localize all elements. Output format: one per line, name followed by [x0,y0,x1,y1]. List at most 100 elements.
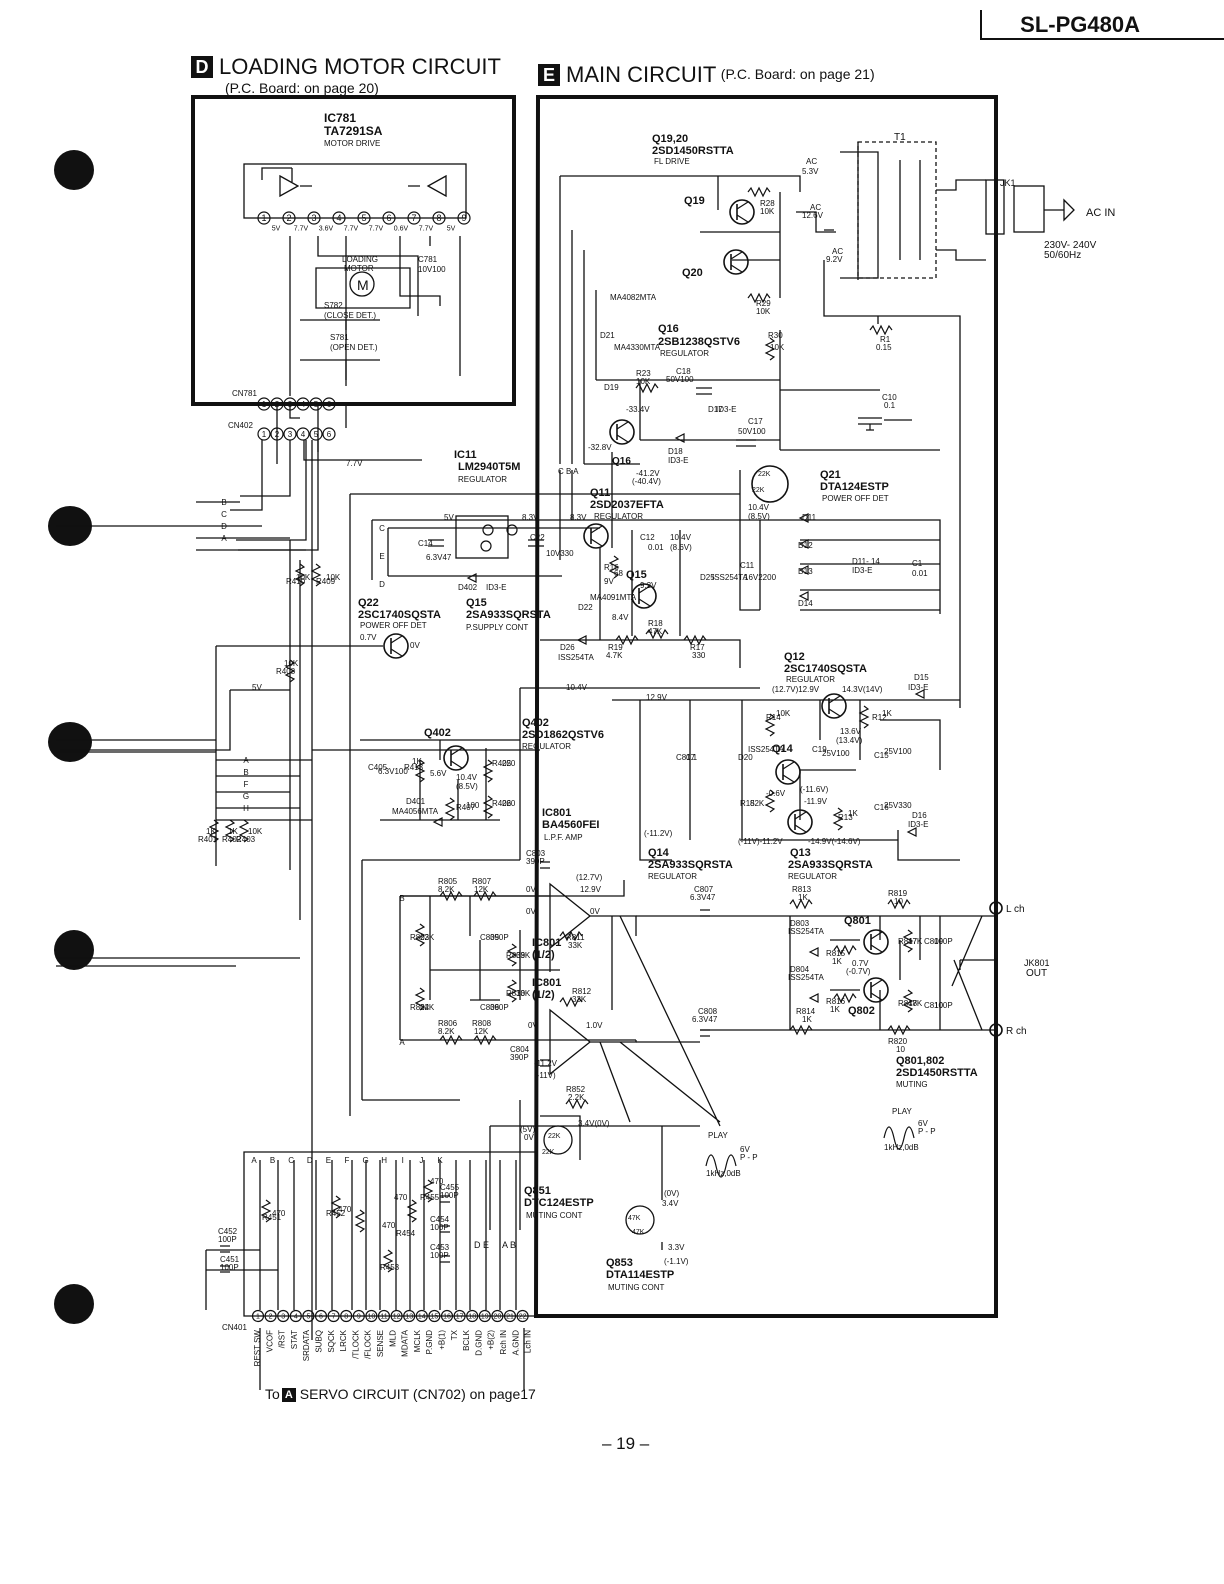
model-header: SL-PG480A [980,10,1224,40]
cn401-pin-circle [277,1309,290,1323]
q21-symbol [751,465,789,503]
cn402-pin: 1 [262,430,267,439]
c11-label: C11 [740,561,755,570]
play-waveform [883,1126,915,1150]
r455-value: 470 [430,1177,444,1186]
cn401-pin: 16 [443,1313,451,1320]
servo-text: SERVO CIRCUIT (CN702) on page17 [299,1386,536,1402]
r819-value: 10 [894,897,903,906]
r815-label: R815 [826,949,846,958]
servo-to: To [265,1386,280,1402]
r402-label: R402 [222,835,242,844]
binder-hole [54,150,94,190]
c15-value: 25V100 [884,747,912,756]
cn402-pin-circle [322,427,336,441]
voltage: (-0.7V) [846,967,871,976]
c781-label: C781 [418,255,438,264]
ic781-pin-voltage: 5V [447,225,456,232]
c12-value: 0.01 [648,543,664,552]
c807-label: C807 [694,885,714,894]
bus-letters: D E [474,1240,489,1250]
q851-symbol [543,1125,573,1155]
servo-badge: A [281,1388,296,1403]
ac-label: AC [832,247,843,256]
cn402-pin-circle [257,427,271,441]
section-e-subtitle: (P.C. Board: on page 21) [720,66,875,83]
r811-label: R811 [566,933,585,942]
q13-part: 2SA933SQRSTA [788,859,873,871]
r413-value: 1K [412,757,422,766]
q13-label: Q13 [790,847,811,859]
q16-label: Q16 [658,323,679,335]
cn401-signal: VCOF [265,1330,274,1352]
r455-label: R455 [420,1193,440,1202]
ic781-pin: 2 [286,213,291,223]
cn401-signal: P.GND [425,1330,434,1355]
voltage: 0V [528,1021,538,1030]
d25-value: ISS254TA [712,573,749,582]
r409-label: R409 [316,577,336,586]
d22-label: D22 [578,603,593,612]
r813-label: R813 [792,885,812,894]
q19-20-label: Q19,20 [652,133,688,145]
cn401-signal: /TLOCK [351,1329,360,1359]
bus-letter: G [362,1156,368,1165]
voltage: 8.3V [522,513,539,522]
section-d-title: LOADING MOTOR CIRCUIT [219,54,501,79]
q853-label: Q853 [606,1257,633,1269]
c405-value: 6.3V100 [378,767,408,776]
q802-label: Q802 [848,1005,875,1017]
voltage: 1.0V [586,1021,603,1030]
c17-value: 50V100 [738,427,766,436]
lch-jack [989,901,1003,915]
cn781-pin: 2 [275,400,280,409]
c454-label: C454 [430,1215,450,1224]
ic781-label: IC781 [324,111,356,125]
d402-label: D402 [458,583,478,592]
q22-label: Q22 [358,597,379,609]
r12-label: R12 [872,713,887,722]
cn401-signal: A.GND [511,1330,520,1356]
cn401-pin: 2 [269,1313,273,1320]
ic11-part: LM2940T5M [458,461,520,473]
r811-value: 33K [568,941,583,950]
cn402-pin: 4 [301,430,306,439]
jk801-out: OUT [1026,968,1047,979]
bus-letter: A [251,1156,257,1165]
c809-label: C809 [924,937,944,946]
c810-value: 100P [934,1001,953,1010]
q12-label: Q12 [784,651,805,663]
q801-label: Q801 [844,915,871,927]
q13-desc: REGULATOR [788,872,837,881]
voltage: 9.2V [640,581,657,590]
r817-value: 47K [908,937,923,946]
cn401-pin-circle [251,1309,265,1323]
r852-label: R852 [566,1085,586,1094]
bus-letter: H [381,1156,387,1165]
c455-value: 100P [440,1191,459,1200]
c18-label: C18 [676,367,691,376]
voltage: 14.3V(14V) [842,685,883,694]
r451-value: 470 [272,1209,286,1218]
cn401-pin-circle [516,1309,529,1323]
d19-label: D19 [604,383,619,392]
r454-value: 470 [394,1193,408,1202]
c451-label: C451 [220,1255,240,1264]
q801-802-part: 2SD1450RSTTA [896,1067,978,1079]
d401-label: D401 [406,797,426,806]
waveform-pp: P - P [918,1127,936,1136]
bus-letter: F [345,1156,350,1165]
c15-label: C15 [874,751,889,760]
voltage: 5.6V [430,769,447,778]
voltage: -14.9V(-14.6V) [808,837,861,846]
play-label: PLAY [892,1107,913,1116]
r815-value: 1K [832,957,842,966]
q15-part: 2SA933SQRSTA [466,609,551,621]
cn401-pin: 22 [519,1313,527,1320]
t1-label: T1 [894,132,906,143]
ac-in-hz: 50/60Hz [1044,250,1081,261]
